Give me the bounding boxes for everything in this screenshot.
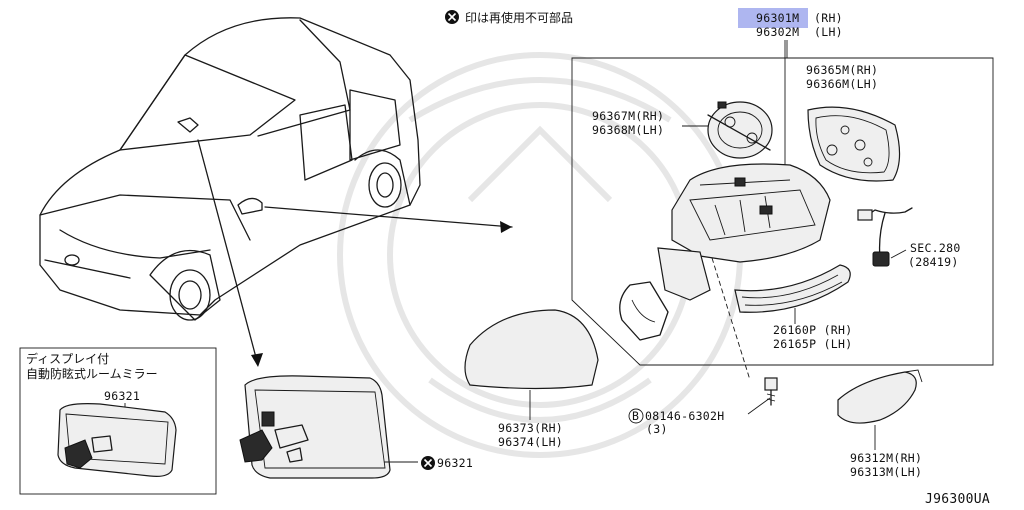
bolt-number-label: 08146-6302H (645, 409, 724, 423)
mirror-glass-part[interactable]: 96365M(RH) 96366M(LH) (806, 63, 901, 182)
inset-part-number: 96321 (104, 389, 140, 403)
inner-mirror-part[interactable]: 96321 (239, 375, 473, 479)
inset-title-line1: ディスプレイ付 (26, 351, 109, 366)
turn-lamp-part[interactable]: 26160P (RH) 26165P (LH) (734, 264, 852, 351)
harness-ref-label: (28419) (908, 255, 959, 269)
harness-sec-label: SEC.280 (910, 241, 961, 255)
car-illustration (39, 17, 421, 321)
mirror-assembly-lh-side: (LH) (814, 25, 843, 39)
mirror-cap-part[interactable]: 96312M(RH) 96313M(LH) (837, 369, 923, 479)
bolt-qty-label: (3) (646, 422, 668, 436)
bolt-part[interactable]: B 08146-6302H (3) (628, 257, 778, 436)
turn-lamp-rh-label: 26160P (RH) (773, 323, 852, 337)
actuator-part[interactable]: 96367M(RH) 96368M(LH) (592, 101, 773, 159)
highlight-box (738, 8, 808, 28)
wire-harness-part[interactable]: SEC.280 (28419) (857, 207, 961, 269)
bolt-symbol: B (632, 409, 639, 423)
mirror-assembly-rh-side: (RH) (814, 11, 843, 25)
inset-title-line2: 自動防眩式ルームミラー (26, 366, 158, 381)
inner-mirror-number: 96321 (437, 456, 473, 470)
mirror-cover-part[interactable]: 96373(RH) 96374(LH) (464, 309, 599, 449)
mirror-assembly-lh-number: 96302M (756, 25, 799, 39)
glass-rh-label: 96365M(RH) (806, 63, 878, 77)
mirror-body-part[interactable] (619, 40, 831, 341)
actuator-lh-label: 96368M(LH) (592, 123, 664, 137)
mirror-assembly-rh-number[interactable]: 96301M (756, 11, 799, 25)
reuse-notice-text: 印は再使用不可部品 (465, 10, 573, 25)
diagram-code: J96300UA (925, 492, 990, 507)
reuse-notice: 印は再使用不可部品 (445, 10, 573, 25)
cap-lh-label: 96313M(LH) (850, 465, 922, 479)
assembly-frame (571, 57, 994, 366)
cover-lh-label: 96374(LH) (498, 435, 563, 449)
glass-lh-label: 96366M(LH) (806, 77, 878, 91)
actuator-rh-label: 96367M(RH) (592, 109, 664, 123)
cover-rh-label: 96373(RH) (498, 421, 563, 435)
pointer-arrows (197, 139, 513, 367)
turn-lamp-lh-label: 26165P (LH) (773, 337, 852, 351)
mirror-assembly-callout[interactable]: 96301M (RH) 96302M (LH) (738, 8, 843, 58)
cap-rh-label: 96312M(RH) (850, 451, 922, 465)
inset-box: ディスプレイ付 自動防眩式ルームミラー 96321 (19, 347, 217, 495)
